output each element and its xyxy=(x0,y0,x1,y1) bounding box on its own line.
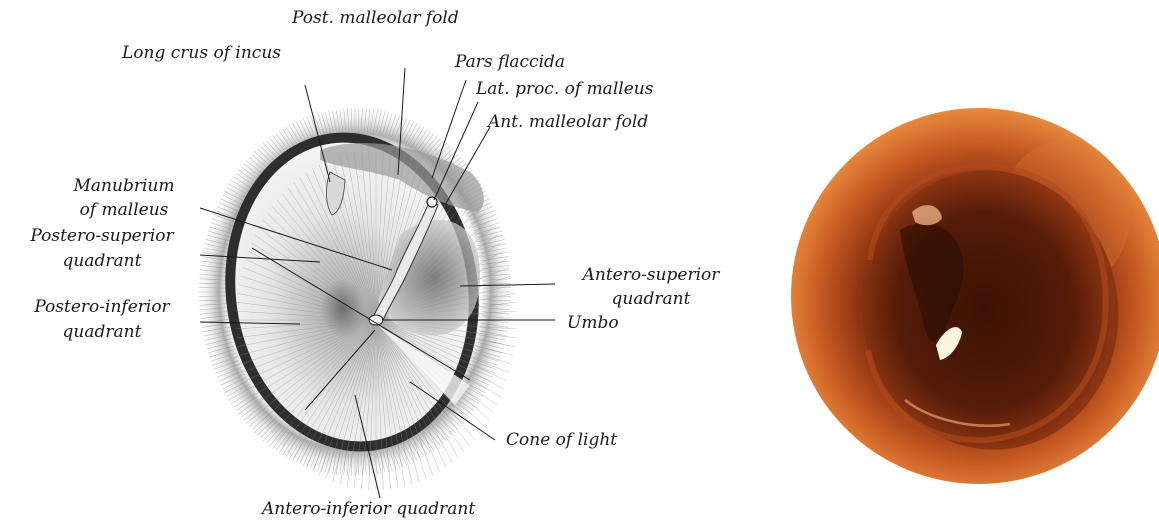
label-cone-of-light: Cone of light xyxy=(506,430,617,450)
label-ant-malleolar-fold: Ant. malleolar fold xyxy=(488,112,648,132)
otoscope-photo xyxy=(791,108,1159,484)
lateral-process-of-malleus xyxy=(427,197,437,207)
label-post-malleolar-fold: Post. malleolar fold xyxy=(292,8,459,28)
label-antero-inferior-quadrant: Antero-inferior quadrant xyxy=(262,499,475,519)
label-manubrium-line2: of malleus xyxy=(56,200,192,220)
label-antero-superior-line1: Antero-superior xyxy=(560,265,742,285)
label-umbo: Umbo xyxy=(567,313,619,333)
label-antero-superior-line2: quadrant xyxy=(560,289,742,309)
label-postero-superior-line2: quadrant xyxy=(6,251,198,271)
label-pars-flaccida: Pars flaccida xyxy=(455,52,565,72)
label-manubrium-line1: Manubrium xyxy=(56,176,192,196)
label-long-crus-of-incus: Long crus of incus xyxy=(122,43,281,63)
label-postero-superior-line1: Postero-superior xyxy=(6,226,198,246)
label-postero-inferior-line2: quadrant xyxy=(6,322,198,342)
label-lat-proc-of-malleus: Lat. proc. of malleus xyxy=(476,79,653,99)
label-postero-inferior-line1: Postero-inferior xyxy=(6,297,198,317)
